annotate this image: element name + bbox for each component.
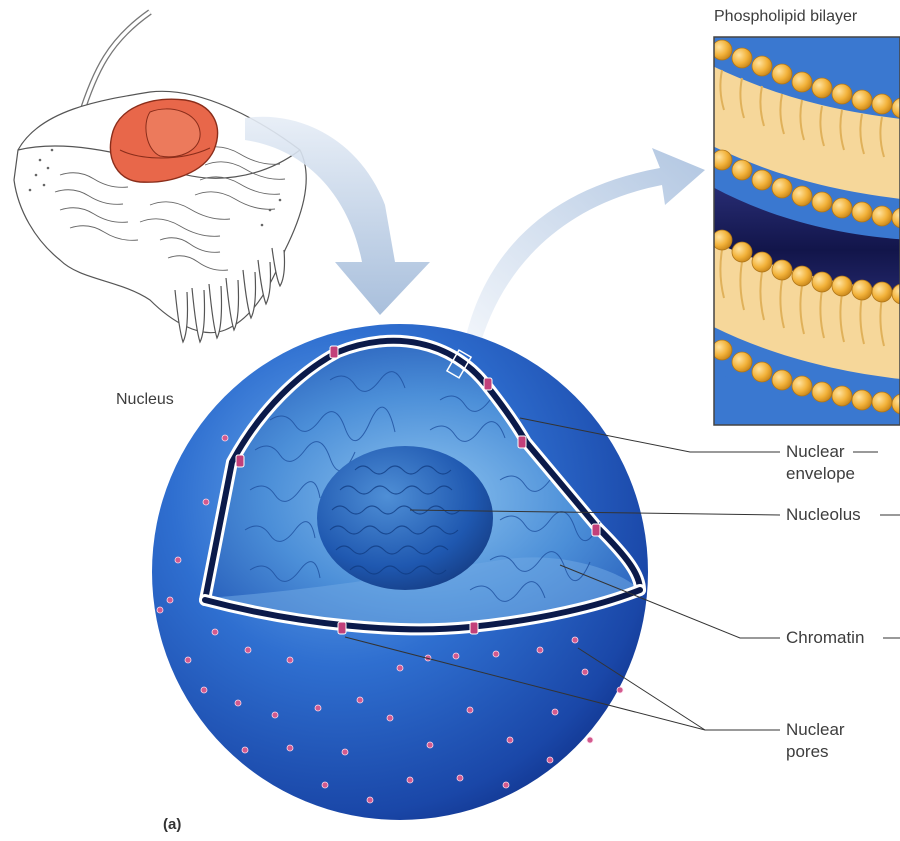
nucleolus (317, 446, 493, 590)
nuclear-pores-label: Nuclear pores (786, 719, 845, 763)
panel-letter: (a) (163, 814, 181, 836)
nuclear-pores-label-line1: Nuclear (786, 719, 845, 741)
bilayer-title: Phospholipid bilayer (714, 6, 857, 28)
zoom-arrow-to-bilayer (463, 148, 705, 352)
nuclear-envelope-label-line2: envelope (786, 463, 855, 485)
nuclear-pores-label-line2: pores (786, 741, 845, 763)
nucleolus-label: Nucleolus (786, 504, 861, 526)
nucleus-sphere (152, 324, 648, 820)
nucleus-label: Nucleus (116, 389, 174, 411)
cell-sketch (14, 12, 306, 342)
nuclear-envelope-label-line1: Nuclear (786, 441, 855, 463)
chromatin-label: Chromatin (786, 627, 864, 649)
bilayer-panel (700, 37, 900, 425)
nuclear-envelope-label: Nuclear envelope (786, 441, 855, 485)
